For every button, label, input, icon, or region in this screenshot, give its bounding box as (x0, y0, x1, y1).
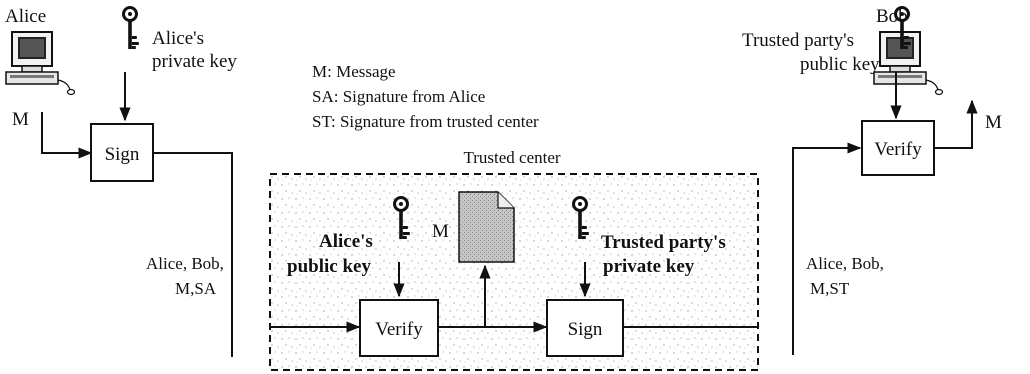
alice-label: Alice (5, 6, 46, 27)
legend-signature-alice: SA: Signature from Alice (312, 87, 485, 106)
trusted-public-key-label-line2: public key (800, 54, 880, 75)
right-channel-line1: Alice, Bob, (806, 254, 884, 273)
verify-box-center (359, 299, 439, 357)
bob-label: Bob (876, 6, 908, 27)
alice-private-key-icon (122, 6, 141, 51)
trusted-center-title: Trusted center (463, 148, 560, 167)
bob-computer-icon (873, 31, 944, 96)
trusted-private-key-label-line2: private key (603, 256, 695, 277)
legend-signature-trusted: ST: Signature from trusted center (312, 112, 539, 131)
message-label-document: M (432, 221, 449, 242)
trusted-public-key-label-line1: Trusted party's (742, 30, 854, 51)
alice-public-key-label-line1: Alice's (319, 231, 373, 252)
trusted-center-box (269, 173, 759, 371)
alice-output-line (153, 152, 233, 357)
right-channel-line2: M,ST (810, 279, 850, 298)
alice-private-key-label-line1: Alice's (152, 28, 204, 49)
legend-message: M: Message (312, 62, 396, 81)
sign-box-alice-label: Sign (105, 144, 140, 165)
alice-computer-icon (5, 31, 76, 96)
trusted-private-key-label-line1: Trusted party's (601, 232, 726, 253)
alice-private-key-label-line2: private key (152, 51, 237, 72)
message-label-left: M (12, 109, 29, 130)
message-document-icon (458, 191, 515, 263)
sign-box-center (546, 299, 624, 357)
alice-public-key-label-line2: public key (287, 256, 371, 277)
sign-box-center-label: Sign (568, 319, 603, 340)
verify-to-bob-arrow (934, 99, 978, 149)
verify-box-center-label: Verify (375, 319, 423, 340)
message-to-sign-arrow (41, 112, 93, 159)
left-channel-line1: Alice, Bob, (146, 254, 224, 273)
message-label-right: M (985, 112, 1002, 133)
verify-box-bob-label: Verify (874, 139, 922, 160)
left-channel-line2: M,SA (175, 279, 217, 298)
channel-to-verify-arrow (792, 142, 862, 355)
